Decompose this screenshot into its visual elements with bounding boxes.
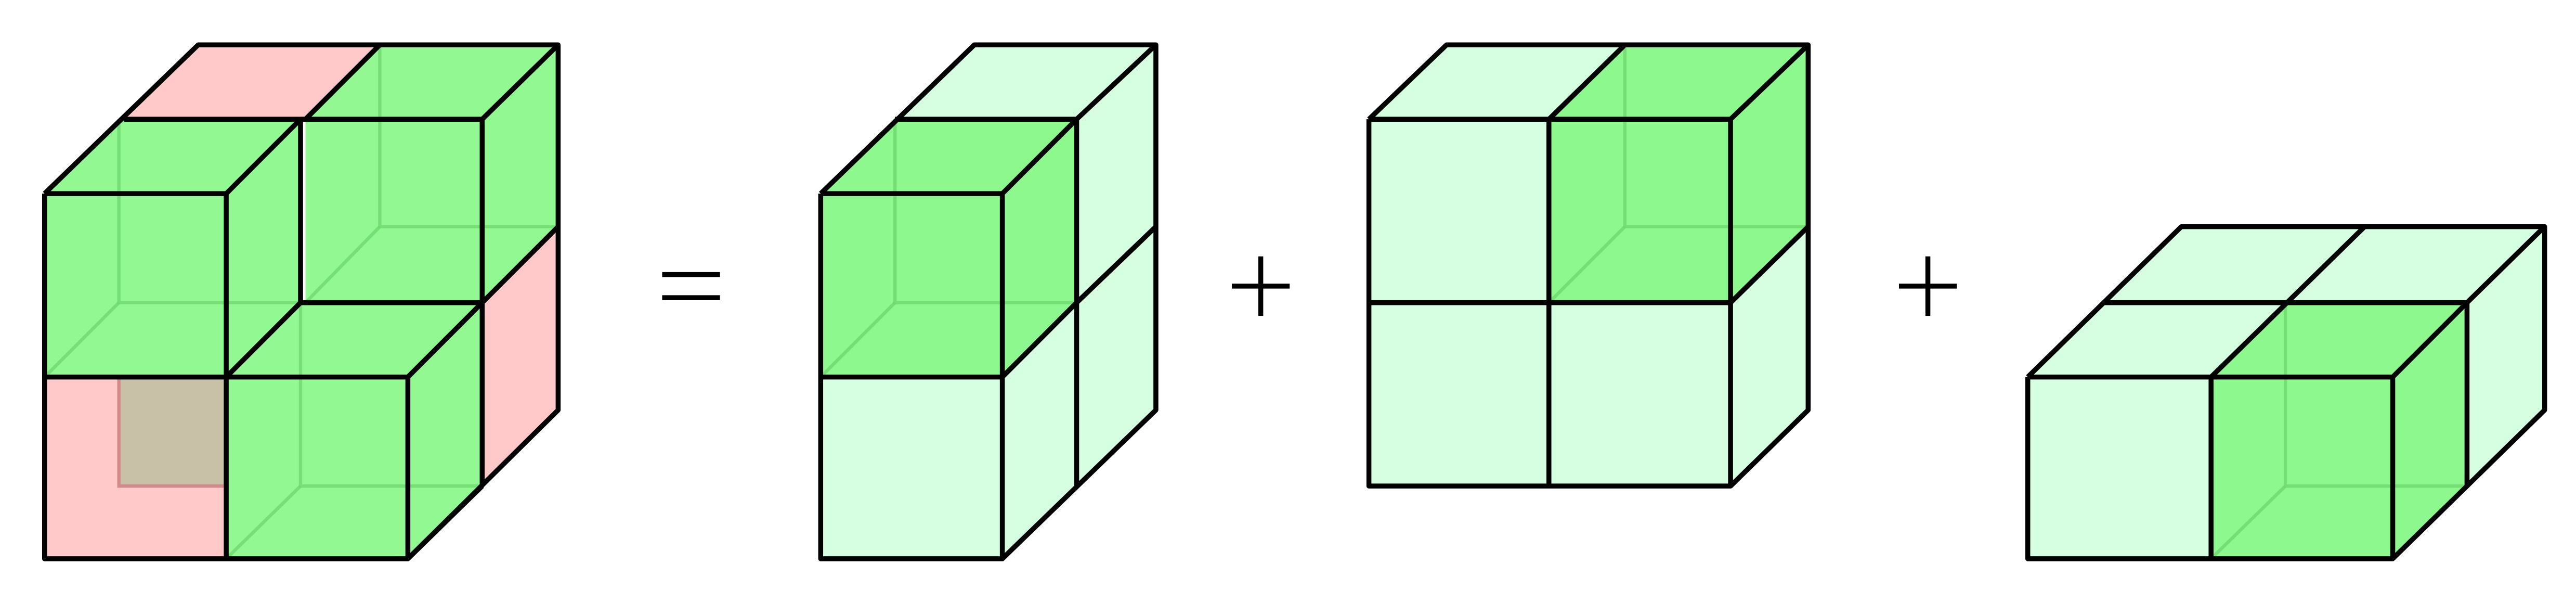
term-2-edges	[1366, 42, 1811, 489]
term-3-edges	[2025, 224, 2547, 561]
term-3-shape	[2025, 224, 2547, 561]
term-1-green-cube	[819, 119, 1077, 378]
composite-green-cube-bottom	[225, 302, 483, 560]
term-1-shape	[818, 42, 1159, 561]
plus-sign	[1232, 256, 1290, 316]
composite-green-cube-top-left	[43, 119, 301, 378]
term-2-shape	[1366, 42, 1811, 489]
plus-sign	[1898, 256, 1957, 316]
equals-sign	[662, 272, 720, 300]
composite-cube	[42, 42, 561, 561]
composite-green-cube-back	[304, 45, 558, 304]
composite-edges	[42, 42, 561, 561]
term-2-green-cube	[1547, 45, 1809, 304]
term-3-green-cube	[2209, 302, 2467, 560]
term-1-edges	[818, 42, 1159, 561]
composite-red-regions	[44, 45, 558, 559]
